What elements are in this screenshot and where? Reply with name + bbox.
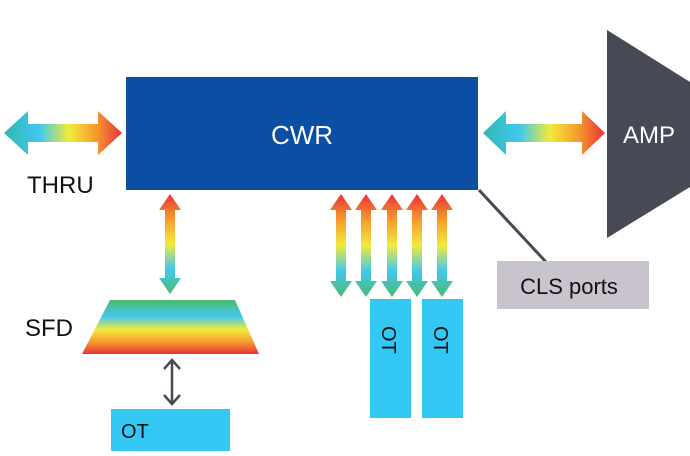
ot-column-1-label: OT xyxy=(377,326,399,354)
sfd-shape xyxy=(82,300,259,354)
add-drop-arrow xyxy=(330,194,352,297)
amp-triangle xyxy=(607,30,690,238)
add-drop-arrow xyxy=(406,194,428,297)
add-drop-arrow xyxy=(381,194,403,297)
amp-label: AMP xyxy=(623,122,675,149)
add-drop-arrow xyxy=(355,194,377,297)
ot-column-1 xyxy=(370,299,411,418)
ot-column-2 xyxy=(422,299,463,418)
cls-connector-line xyxy=(477,188,548,264)
thru-arrow xyxy=(4,111,122,155)
add-drop-arrows xyxy=(330,194,453,297)
sfd-ot-arrow xyxy=(163,358,181,406)
cls-ports-label: CLS ports xyxy=(520,274,618,299)
cwr-label: CWR xyxy=(271,120,333,150)
cls-ports-box xyxy=(497,261,649,309)
sfd-label: SFD xyxy=(25,315,73,342)
sfd-link-arrow xyxy=(159,194,181,294)
amp-arrow xyxy=(483,111,605,155)
cwr-block xyxy=(126,77,478,190)
thru-label: THRU xyxy=(27,172,94,199)
add-drop-arrow xyxy=(431,194,453,297)
ot-bottom-label: OT xyxy=(121,421,149,443)
ot-box-bottom xyxy=(111,409,230,451)
ot-column-2-label: OT xyxy=(429,326,451,354)
